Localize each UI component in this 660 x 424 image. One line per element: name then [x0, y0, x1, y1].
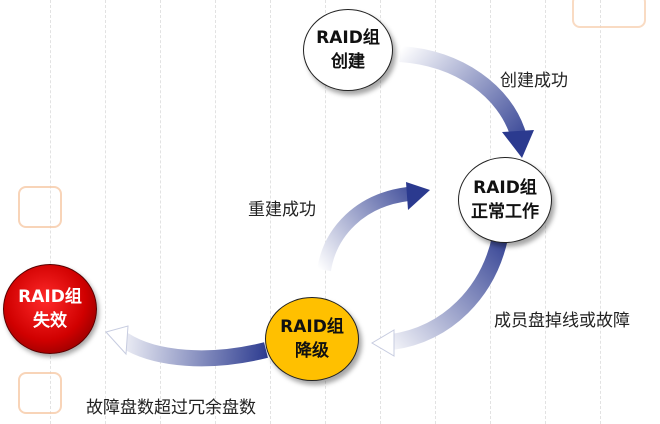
node-label-line2: 降级	[295, 341, 329, 361]
grid-line	[600, 0, 601, 424]
node-raid-create: RAID组 创建	[303, 9, 393, 91]
grid-line	[160, 0, 161, 424]
node-label-line2: 创建	[331, 52, 365, 72]
decorative-seal	[18, 372, 62, 414]
grid-line	[215, 0, 216, 424]
edge-label-create-success: 创建成功	[500, 71, 568, 91]
edge-label-exceed-redundancy: 故障盘数超过冗余盘数	[86, 398, 256, 418]
grid-line	[105, 0, 106, 424]
node-label-line1: RAID组	[473, 178, 537, 198]
grid-line	[435, 0, 436, 424]
grid-line	[380, 0, 381, 424]
arrow-normal-to-degraded	[371, 236, 508, 357]
node-label-line2: 失效	[33, 311, 67, 331]
decorative-seal	[18, 186, 62, 228]
node-raid-degraded: RAID组 降级	[265, 297, 359, 381]
node-raid-failed: RAID组 失效	[3, 264, 97, 354]
grid-line	[270, 0, 271, 424]
arrow-degraded-to-normal	[317, 182, 430, 272]
edge-label-rebuild-success: 重建成功	[248, 200, 316, 220]
decorative-seal	[572, 0, 646, 28]
node-label-line1: RAID组	[280, 317, 344, 337]
node-label-line1: RAID组	[18, 287, 82, 307]
grid-line	[50, 0, 51, 424]
node-raid-normal: RAID组 正常工作	[458, 157, 552, 243]
node-label-line1: RAID组	[316, 28, 380, 48]
grid-line	[325, 0, 326, 424]
arrow-degraded-to-failed	[105, 325, 268, 367]
arrow-create-to-normal	[399, 46, 534, 158]
node-label-line2: 正常工作	[471, 202, 539, 222]
edge-label-disk-offline: 成员盘掉线或故障	[494, 311, 630, 331]
